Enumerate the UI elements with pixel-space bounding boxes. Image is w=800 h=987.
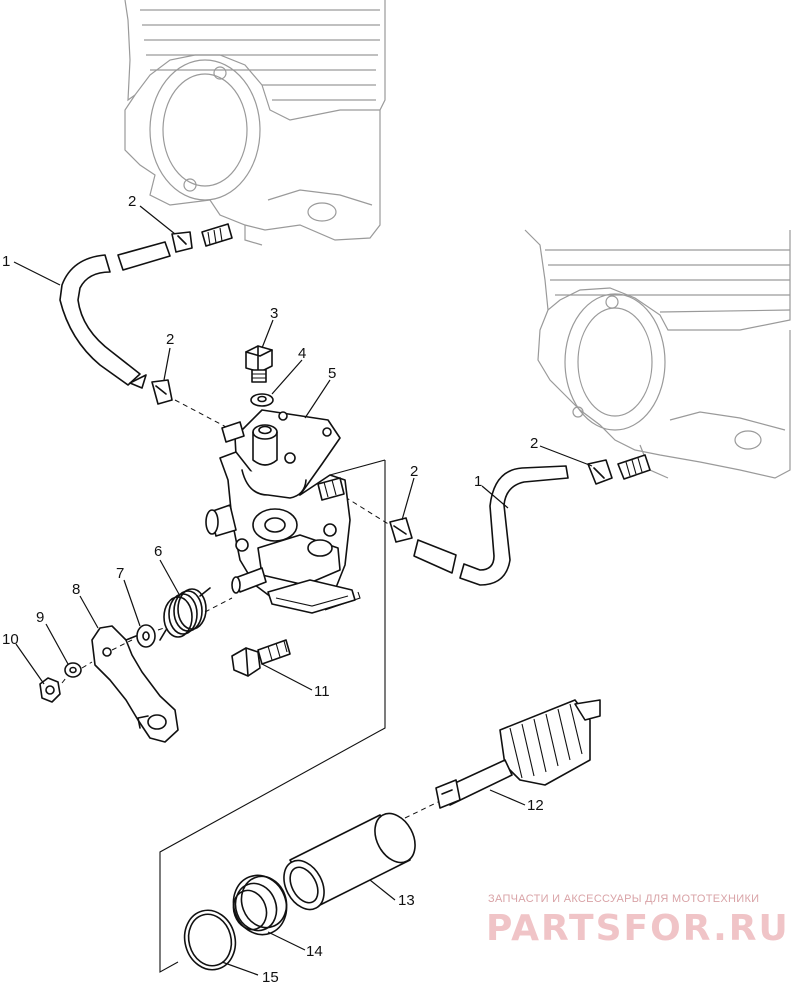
callout-2-top: 2 [128, 193, 136, 210]
clamp-pump-right [389, 517, 413, 543]
snap-ring [183, 909, 237, 971]
spring-washer [136, 624, 156, 648]
callout-11: 11 [314, 683, 330, 700]
callout-2-mid: 2 [166, 331, 174, 348]
callout-2-right: 2 [530, 435, 538, 452]
callout-2-pump: 2 [410, 463, 418, 480]
clamp-right [587, 459, 613, 485]
leader-lines [13, 205, 593, 976]
drive-gear-shaft [435, 699, 601, 809]
drive-sleeve [283, 812, 416, 911]
engine-cylinder-right [524, 229, 791, 479]
oil-line-left [59, 241, 171, 389]
engine-cylinder-left [124, 0, 386, 246]
callout-6: 6 [154, 543, 162, 560]
watermark-brand: PARTSFOR.RU [486, 908, 790, 949]
oil-pump-body [205, 409, 356, 614]
callout-12: 12 [527, 797, 544, 814]
nipple-right [617, 454, 651, 480]
callout-10: 10 [2, 631, 19, 648]
nipple-top-left [201, 223, 233, 247]
callout-labels: 1 2 2 3 4 5 6 7 8 9 10 2 1 2 11 12 13 14… [2, 193, 544, 986]
mounting-bolt [231, 639, 291, 677]
clamp-mid-left [151, 379, 173, 405]
callout-14: 14 [306, 943, 323, 960]
watermark-tagline: ЗАПЧАСТИ И АКСЕССУАРЫ ДЛЯ МОТОТЕХНИКИ [488, 893, 759, 905]
sealing-washer [250, 393, 274, 407]
callout-7: 7 [116, 565, 124, 582]
return-spring [159, 587, 211, 641]
clamp-top-left [171, 231, 193, 253]
oil-line-right [413, 465, 569, 586]
callout-4: 4 [298, 345, 306, 362]
callout-9: 9 [36, 609, 44, 626]
callout-1-right: 1 [474, 473, 482, 490]
pump-control-lever [91, 625, 179, 743]
callout-15: 15 [262, 969, 279, 986]
lock-washer [64, 662, 82, 678]
watermark: ЗАПЧАСТИ И АКСЕССУАРЫ ДЛЯ МОТОТЕХНИКИ PA… [486, 893, 790, 949]
callout-1-left: 1 [2, 253, 10, 270]
hex-nut [39, 677, 61, 703]
callout-8: 8 [72, 581, 80, 598]
callout-13: 13 [398, 892, 415, 909]
callout-5: 5 [328, 365, 336, 382]
oil-seal [232, 874, 288, 936]
banjo-bolt [245, 345, 273, 383]
callout-3: 3 [270, 305, 278, 322]
